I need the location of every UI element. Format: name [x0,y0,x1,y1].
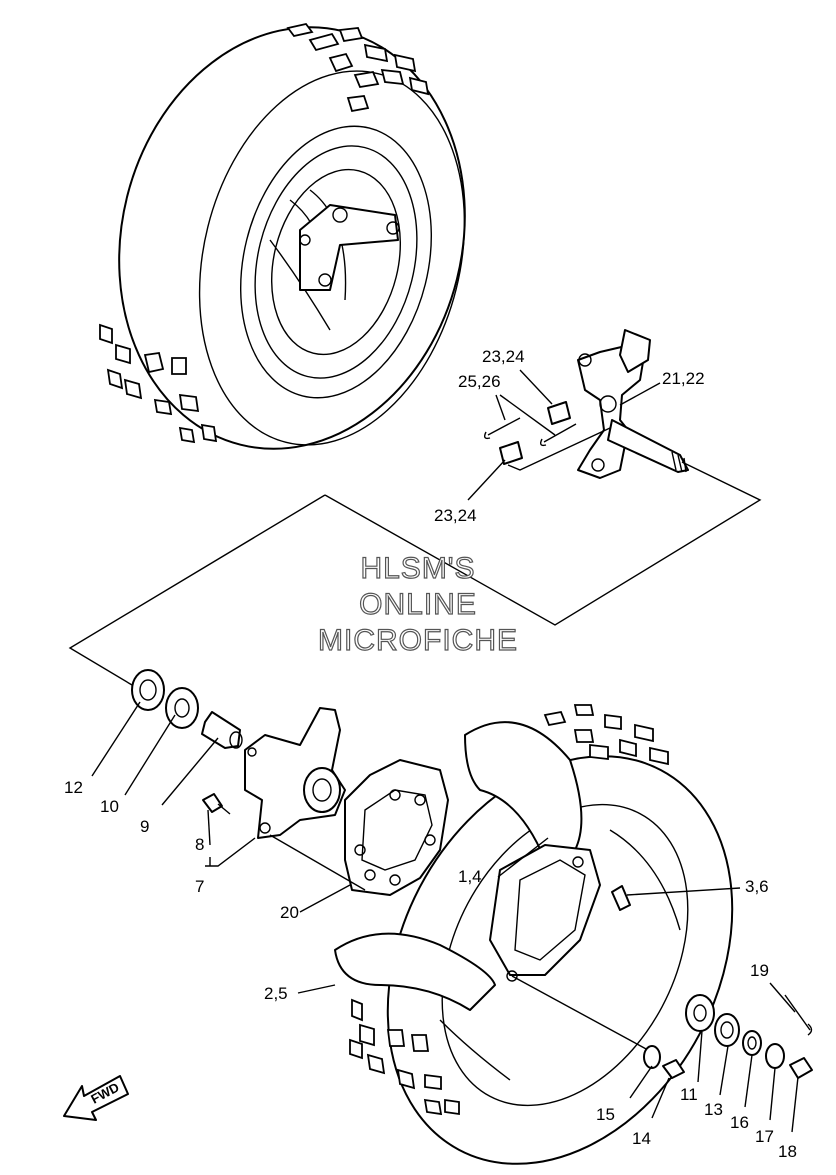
stud-bolt [202,793,231,815]
oil-seal [131,669,165,711]
oil-seal-right [714,1013,740,1047]
callout-14: 14 [632,1129,651,1148]
watermark-line-3: MICROFICHE [318,624,518,657]
watermark: HLSM'S ONLINE MICROFICHE [317,551,518,657]
callout-13: 13 [704,1100,723,1119]
axle-nut [789,1057,813,1079]
fwd-direction-arrow: FWD [63,1075,129,1121]
callout-1-4: 1,4 [458,867,482,886]
callout-19: 19 [750,961,769,980]
castle-nut-bottom [499,441,523,465]
watermark-line-1: HLSM'S [360,552,475,585]
assembly-guide-lines [68,427,762,686]
bearing-right [685,994,715,1032]
callout-25-26: 25,26 [458,372,501,391]
callout-11: 11 [680,1085,698,1104]
leader-lines [91,369,799,1133]
washer [643,1045,661,1069]
callout-21-22: 21,22 [662,369,705,388]
callout-17: 17 [755,1127,774,1146]
callout-15: 15 [596,1105,615,1124]
callout-3-6: 3,6 [745,877,769,896]
callout-labels: 23,24 25,26 21,22 23,24 12 10 9 8 7 20 1… [64,347,797,1161]
upper-wheel-assembly [99,22,466,450]
collar [742,1030,762,1056]
valve-stem [611,885,631,911]
spacer [201,711,243,749]
callout-23-24-bottom: 23,24 [434,506,477,525]
callout-18: 18 [778,1142,797,1161]
callout-16: 16 [730,1113,749,1132]
hub-gasket-plate [344,759,449,896]
watermark-line-2: ONLINE [359,588,477,621]
nut-left [662,1059,685,1079]
cotter-pin-right [784,994,813,1036]
callout-20: 20 [280,903,299,922]
callout-12: 12 [64,778,83,797]
wheel-hub [244,707,346,839]
callout-10: 10 [100,797,119,816]
callout-9: 9 [140,817,149,836]
callout-8: 8 [195,835,204,854]
steering-knuckle [577,329,689,479]
plate-washer [765,1043,785,1069]
callout-2-5: 2,5 [264,984,288,1003]
cotter-pins [483,417,577,447]
bearing-left [165,687,199,729]
castle-nut-top [547,401,571,425]
callout-7: 7 [195,877,204,896]
callout-23-24-top: 23,24 [482,347,525,366]
